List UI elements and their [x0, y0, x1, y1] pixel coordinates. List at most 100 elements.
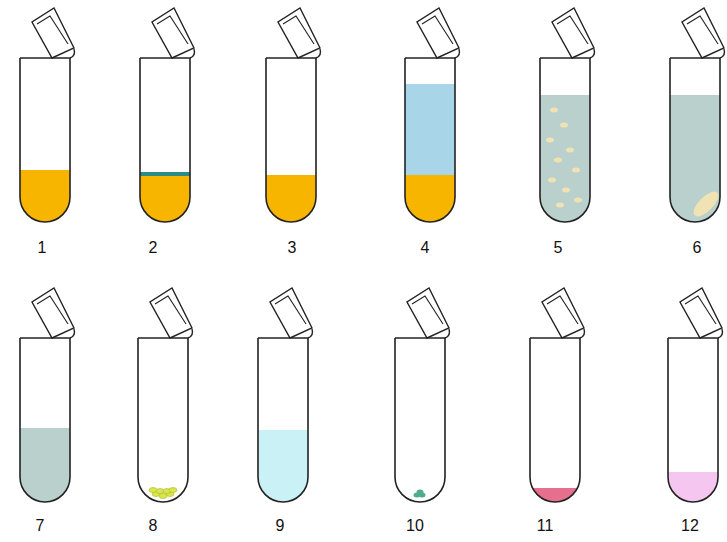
pellet [149, 488, 157, 493]
tube-cap [680, 288, 722, 338]
tube-number: 4 [421, 240, 430, 256]
tube-rim [266, 57, 316, 59]
tube-number: 10 [406, 518, 424, 534]
tube-body [20, 338, 70, 502]
tube-number: 8 [149, 518, 158, 534]
tube-rim [670, 57, 720, 59]
cap-plug [685, 296, 716, 324]
pellet [690, 188, 723, 221]
cap-plug [155, 296, 186, 324]
particle [554, 158, 562, 163]
tube-body [670, 58, 720, 222]
tube-body [540, 58, 590, 222]
interphase [140, 172, 190, 176]
particle [556, 203, 564, 208]
tube-number: 2 [149, 240, 158, 256]
tube-body [138, 338, 188, 502]
tube-cap [407, 288, 449, 338]
tube-rim [258, 337, 308, 339]
liquid [405, 84, 455, 224]
tube-rim [395, 337, 445, 339]
tube-cap [32, 288, 74, 338]
particle [566, 148, 574, 153]
tube-rim [20, 337, 70, 339]
particle [546, 138, 554, 143]
hinge [718, 329, 723, 338]
liquid [20, 428, 70, 504]
tube [405, 8, 460, 224]
tube-body [395, 338, 445, 502]
tube-cap [270, 288, 312, 338]
pellet [417, 490, 424, 495]
tube-body [258, 338, 308, 502]
tube-body [20, 58, 70, 222]
tube [20, 8, 75, 224]
tube-body [266, 58, 316, 222]
hinge [190, 49, 195, 58]
tube-number: 7 [36, 518, 45, 534]
hinge [590, 49, 595, 58]
tube-body [140, 58, 190, 222]
tube-number: 6 [693, 240, 702, 256]
cap-plug [275, 296, 306, 324]
tube-cap [682, 8, 724, 58]
hinge [316, 49, 321, 58]
tube-number: 11 [537, 518, 554, 534]
pellet [169, 488, 177, 493]
hinge [580, 329, 585, 338]
hinge [445, 329, 450, 338]
hinge [70, 329, 75, 338]
tube-rim [668, 337, 718, 339]
tube-rim [540, 57, 590, 59]
tube [266, 8, 321, 224]
liquid [140, 176, 190, 224]
hinge [720, 49, 725, 58]
tube-cap [542, 288, 584, 338]
particle [548, 178, 556, 183]
liquid [540, 95, 590, 224]
cap-plug [557, 16, 588, 44]
particle [550, 108, 558, 113]
cap-plug [283, 16, 314, 44]
tube-body [530, 338, 580, 502]
tube [530, 288, 585, 504]
liquid [668, 472, 718, 504]
hinge [455, 49, 460, 58]
particle [574, 198, 582, 203]
liquid [258, 430, 308, 504]
tube [138, 288, 193, 502]
tube-rim [530, 337, 580, 339]
cap-plug [157, 16, 188, 44]
cap-plug [37, 16, 68, 44]
hinge [188, 329, 193, 338]
tube [668, 288, 723, 504]
particle [572, 168, 580, 173]
tube-cap [417, 8, 459, 58]
tube [670, 8, 725, 224]
particle [562, 188, 570, 193]
hinge [70, 49, 75, 58]
hinge [308, 329, 313, 338]
particle [560, 123, 568, 128]
tube [20, 288, 75, 504]
tube-number: 5 [554, 240, 563, 256]
cap-plug [687, 16, 718, 44]
tube [258, 288, 313, 504]
tube-body [668, 338, 718, 502]
tube-cap [32, 8, 74, 58]
tube-number: 9 [276, 518, 285, 534]
tube-cap [278, 8, 320, 58]
tube-cap [552, 8, 594, 58]
tube-number: 12 [681, 518, 699, 534]
tube-rim [138, 337, 188, 339]
tube-rim [140, 57, 190, 59]
tube-rim [405, 57, 455, 59]
tube-number: 1 [38, 240, 47, 256]
tube [140, 8, 195, 224]
liquid [405, 175, 455, 224]
tube-rim [20, 57, 70, 59]
liquid [266, 175, 316, 224]
cap-plug [412, 296, 443, 324]
